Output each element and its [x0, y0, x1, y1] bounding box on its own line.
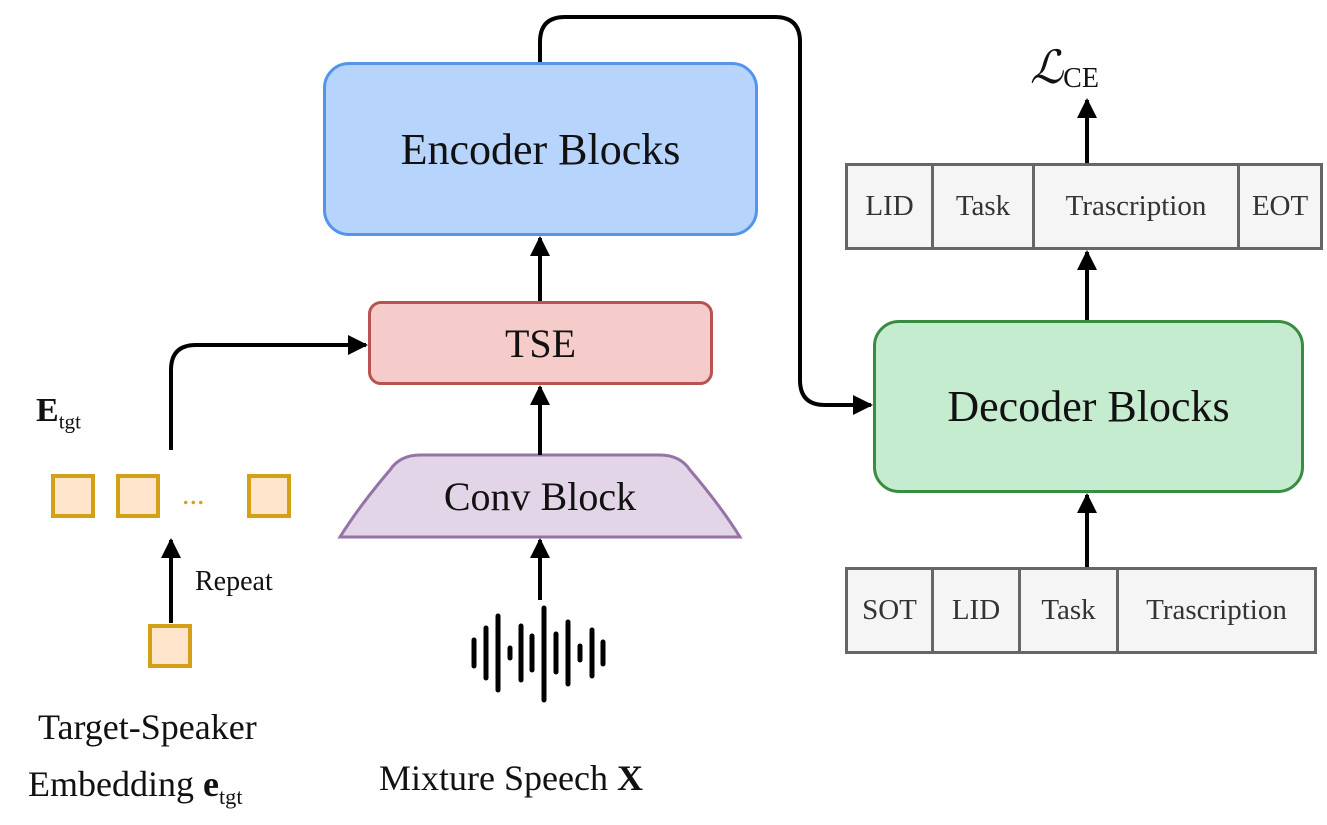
embedding-square	[116, 474, 160, 518]
waveform-icon	[471, 605, 606, 703]
loss-symbol: ℒ	[1030, 42, 1064, 93]
output-token: EOT	[1237, 163, 1323, 250]
target-speaker-symbol: e	[202, 764, 219, 804]
embedding-square	[247, 474, 291, 518]
tse-block: TSE	[368, 301, 713, 385]
output-token-row: LID Task Trascription EOT	[845, 163, 1323, 250]
target-speaker-line1: Target-Speaker	[38, 707, 257, 747]
mixture-text: Mixture Speech	[379, 758, 617, 798]
mixture-symbol: X	[616, 758, 643, 798]
input-token: LID	[931, 567, 1021, 654]
conv-block-shape	[337, 453, 743, 539]
arrow-encoder-to-decoder	[538, 15, 873, 415]
encoder-blocks: Encoder Blocks	[323, 62, 758, 236]
input-token-row: SOT LID Task Trascription	[845, 567, 1317, 654]
input-token: Trascription	[1116, 567, 1317, 654]
output-token: LID	[845, 163, 934, 250]
target-speaker-text: Embedding	[28, 764, 203, 804]
repeat-label: Repeat	[195, 566, 273, 597]
embedding-matrix-subscript: tgt	[58, 409, 81, 434]
arrow-embedding-to-tse	[169, 335, 368, 450]
tse-label: TSE	[504, 320, 577, 366]
loss-subscript: CE	[1063, 63, 1099, 94]
mixture-speech-label: Mixture Speech X	[379, 757, 643, 799]
loss-label: ℒCE	[1030, 40, 1099, 95]
input-token: Task	[1018, 567, 1119, 654]
conv-label: Conv Block	[443, 473, 637, 519]
input-token: SOT	[845, 567, 934, 654]
decoder-label: Decoder Blocks	[947, 382, 1230, 431]
output-token: Trascription	[1032, 163, 1240, 250]
embedding-square	[51, 474, 95, 518]
output-token: Task	[931, 163, 1035, 250]
embedding-matrix-symbol: E	[36, 392, 59, 429]
embedding-matrix-label: Etgt	[36, 392, 81, 434]
decoder-blocks: Decoder Blocks	[873, 320, 1304, 493]
conv-block: Conv Block	[340, 455, 740, 537]
target-speaker-subscript: tgt	[218, 783, 243, 809]
embedding-dots: ...	[182, 478, 205, 511]
target-embedding-square	[148, 624, 192, 668]
encoder-label: Encoder Blocks	[400, 124, 681, 174]
target-speaker-line2: Embedding etgt	[28, 763, 243, 810]
